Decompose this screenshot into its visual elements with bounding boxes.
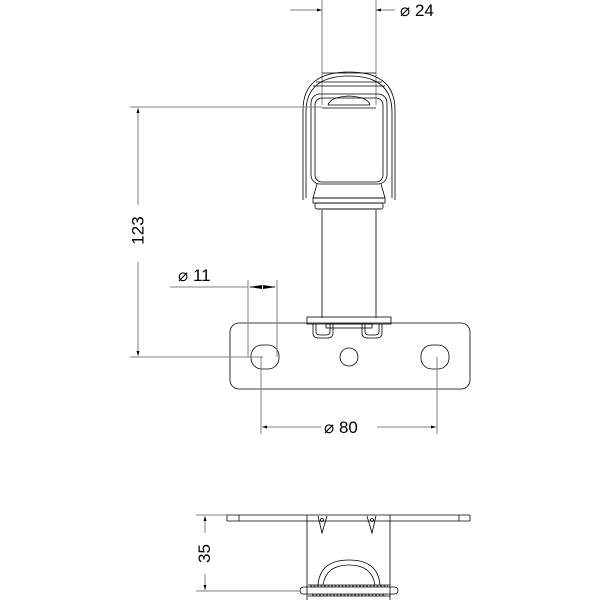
dim-side-height — [196, 514, 300, 592]
dim-top-diameter — [290, 0, 395, 105]
dim-hole-diameter — [170, 280, 278, 357]
base-plate — [229, 316, 471, 390]
dim-height — [130, 106, 322, 358]
label-height: 123 — [128, 216, 148, 245]
label-side-height: 35 — [194, 544, 214, 563]
label-hole-diameter: ⌀ 11 — [178, 266, 211, 285]
side-view — [226, 514, 471, 600]
label-hole-spacing: ⌀ 80 — [324, 418, 358, 437]
label-top-diameter: ⌀ 24 — [400, 1, 434, 20]
support-tube — [321, 210, 377, 318]
lamp-housing — [302, 71, 396, 210]
dim-hole-spacing — [260, 357, 438, 434]
